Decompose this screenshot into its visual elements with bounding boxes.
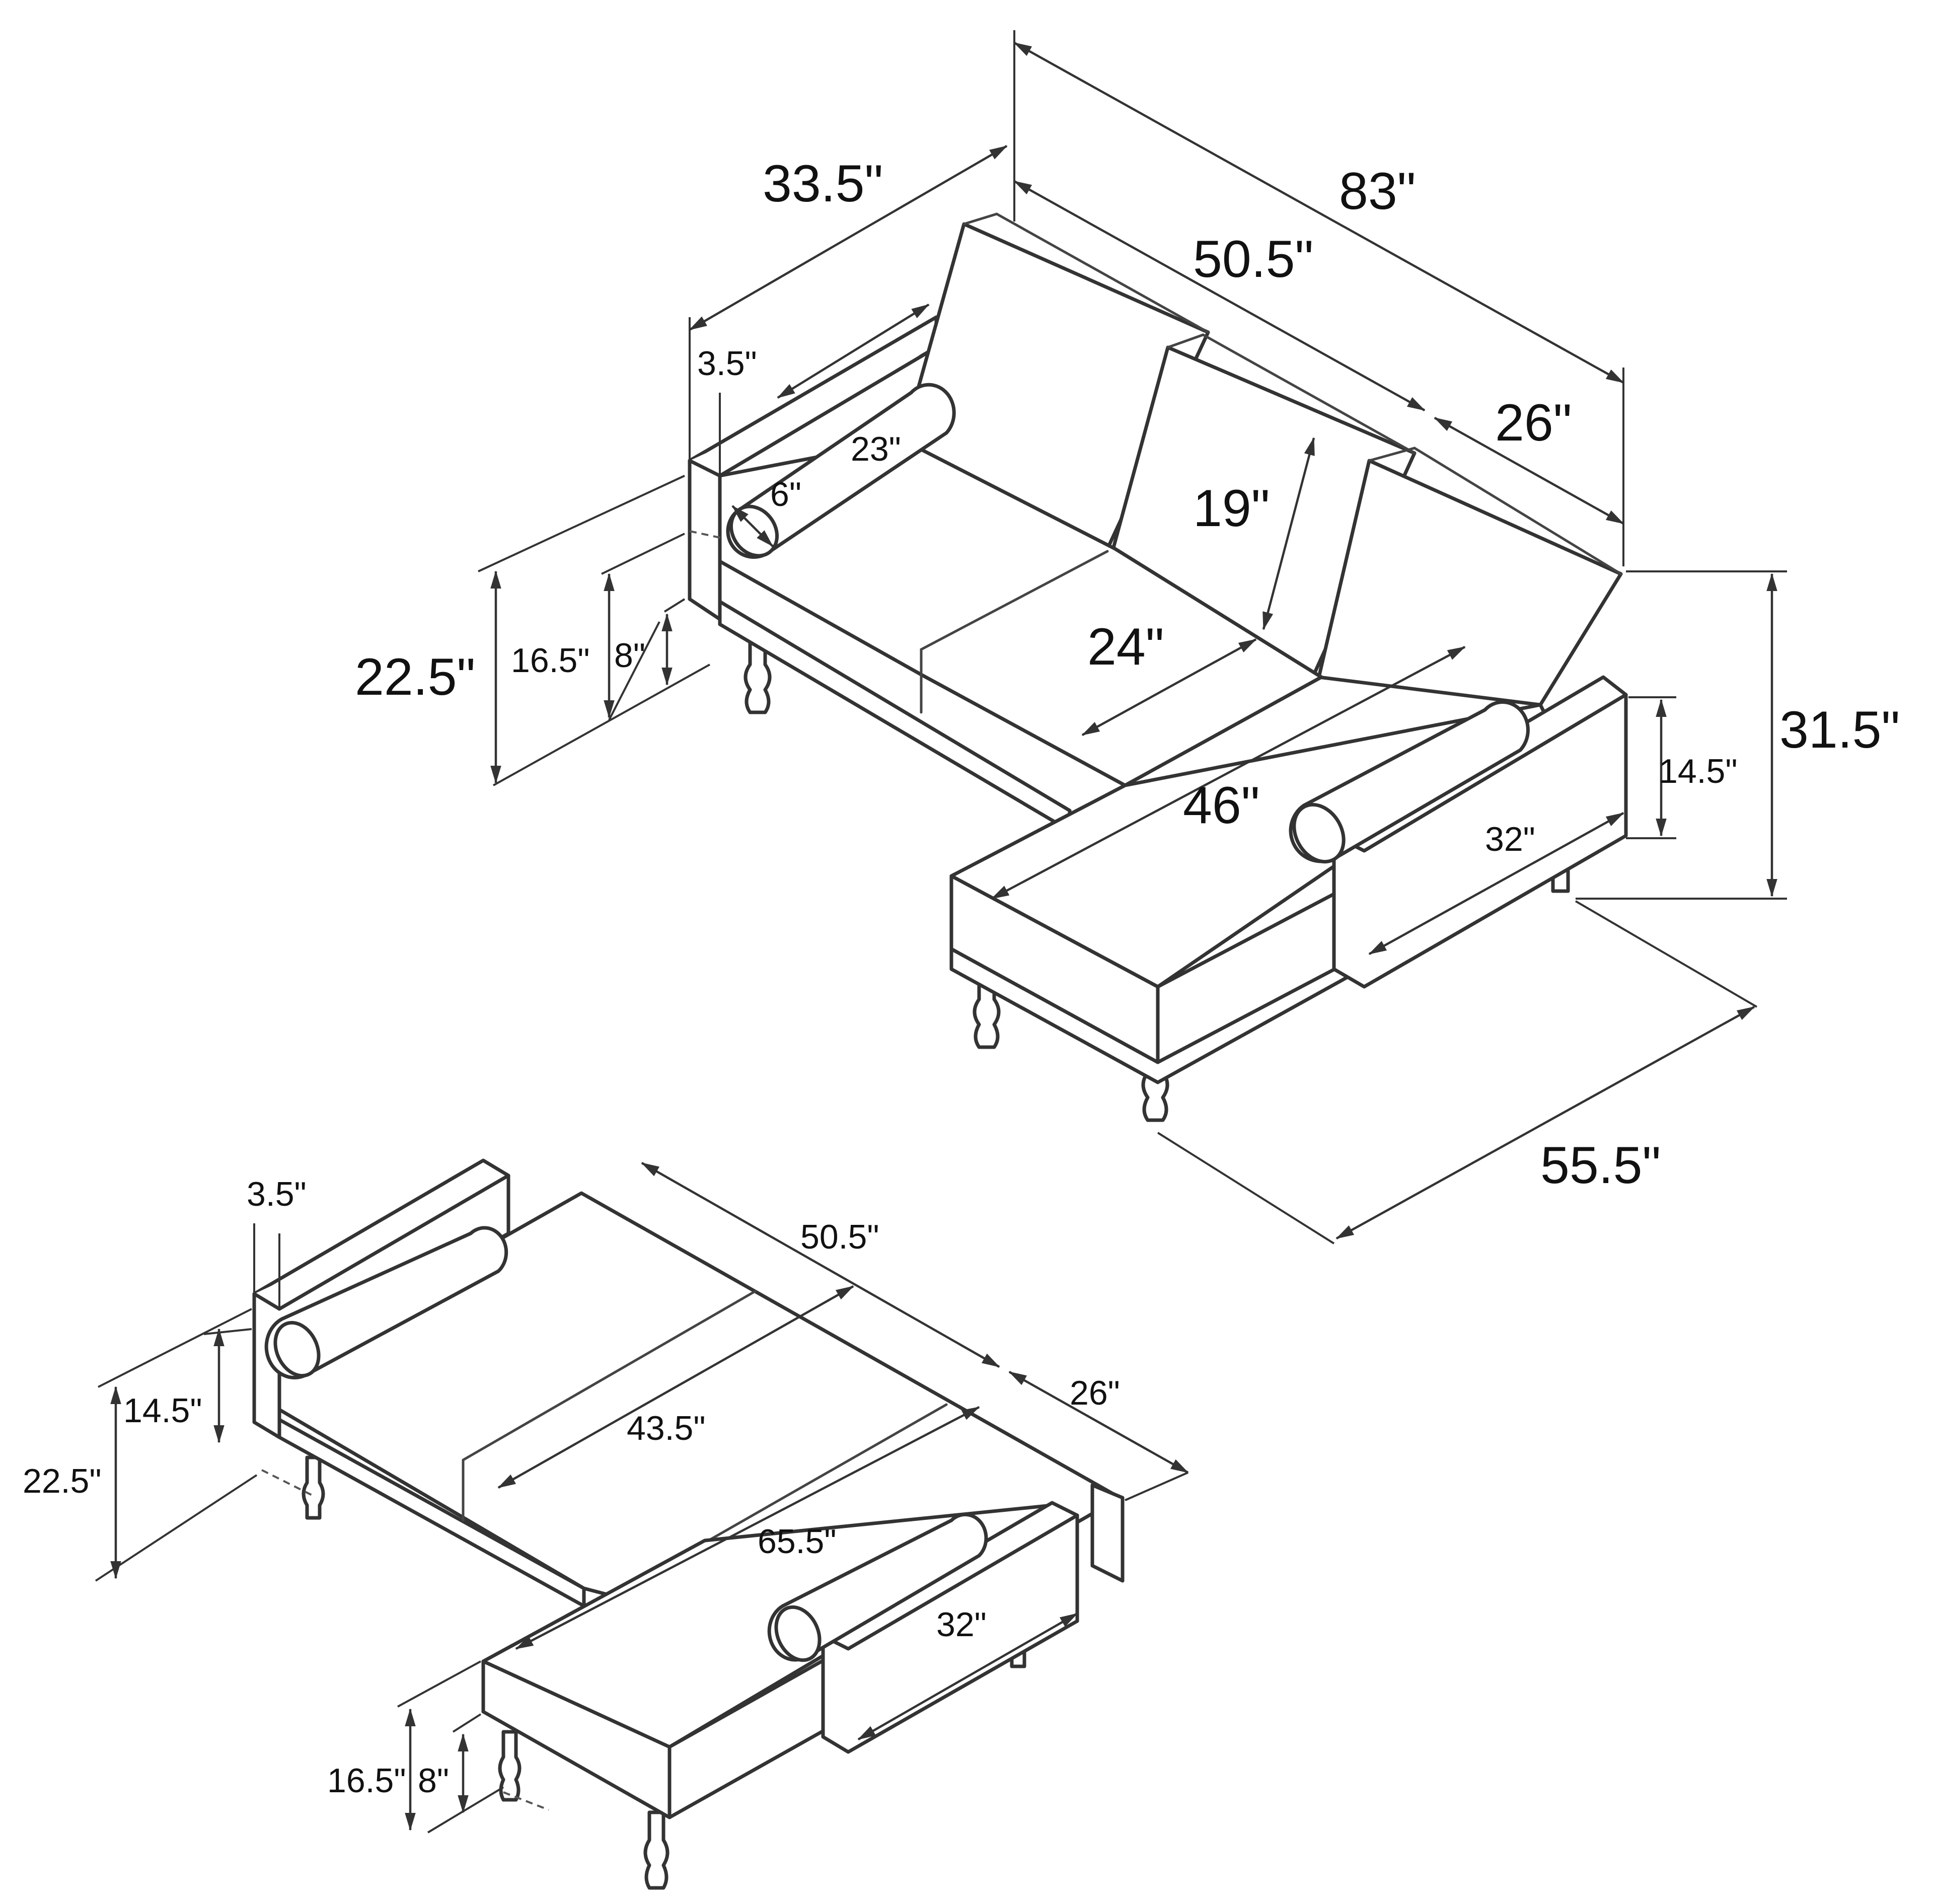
flat-sofa-section-length-label: 50.5" — [800, 1218, 879, 1256]
upright-bolster-diameter-label: 6" — [770, 475, 801, 514]
upright-chaise-inner-length-label: 46" — [1183, 776, 1260, 835]
flat-dimension-labels: 3.5" 50.5" 26" 14.5" 22.5" 43.5" 65.5" 3… — [23, 1175, 1120, 1800]
upright-dimension-lines — [478, 30, 1787, 1244]
upright-seat-height-label: 16.5" — [511, 641, 590, 680]
flat-bed-width-label: 43.5" — [627, 1409, 706, 1447]
flat-bed-length-label: 65.5" — [758, 1522, 837, 1561]
flat-dimension-lines — [95, 1162, 1189, 1834]
upright-chaise-length-label: 55.5" — [1540, 1136, 1661, 1195]
upright-arm-length-label: 32" — [1485, 820, 1535, 858]
flat-total-height-label: 22.5" — [23, 1462, 102, 1500]
upright-overall-depth-label: 33.5" — [763, 155, 883, 213]
flat-chaise-width-label: 26" — [1070, 1374, 1120, 1412]
upright-arm-thickness-label: 3.5" — [697, 344, 757, 383]
flat-leg-height-label: 8" — [418, 1762, 449, 1800]
upright-overall-length-label: 83" — [1339, 162, 1416, 221]
flat-arm-length-label: 32" — [936, 1605, 987, 1644]
upright-total-height-label: 22.5" — [355, 648, 475, 706]
upright-leg-height-label: 8" — [614, 636, 645, 675]
flat-arm-height-label: 14.5" — [123, 1392, 202, 1430]
upright-dimension-labels: 83" 33.5" 50.5" 26" 3.5" 23" 6" 19" 24" … — [355, 155, 1900, 1195]
upright-arm-height-label: 14.5" — [1659, 752, 1738, 790]
upright-chaise-width-label: 26" — [1495, 394, 1572, 452]
flat-arm-thickness-label: 3.5" — [247, 1175, 307, 1213]
upright-overall-height-label: 31.5" — [1779, 701, 1900, 759]
upright-sofa-section-length-label: 50.5" — [1193, 230, 1313, 288]
upright-bolster-length-label: 23" — [851, 430, 901, 468]
upright-seat-depth-label: 24" — [1087, 618, 1164, 676]
flat-seat-height-label: 16.5" — [327, 1762, 406, 1800]
upright-bolster-left — [726, 383, 956, 559]
upright-back-height-label: 19" — [1193, 479, 1270, 538]
